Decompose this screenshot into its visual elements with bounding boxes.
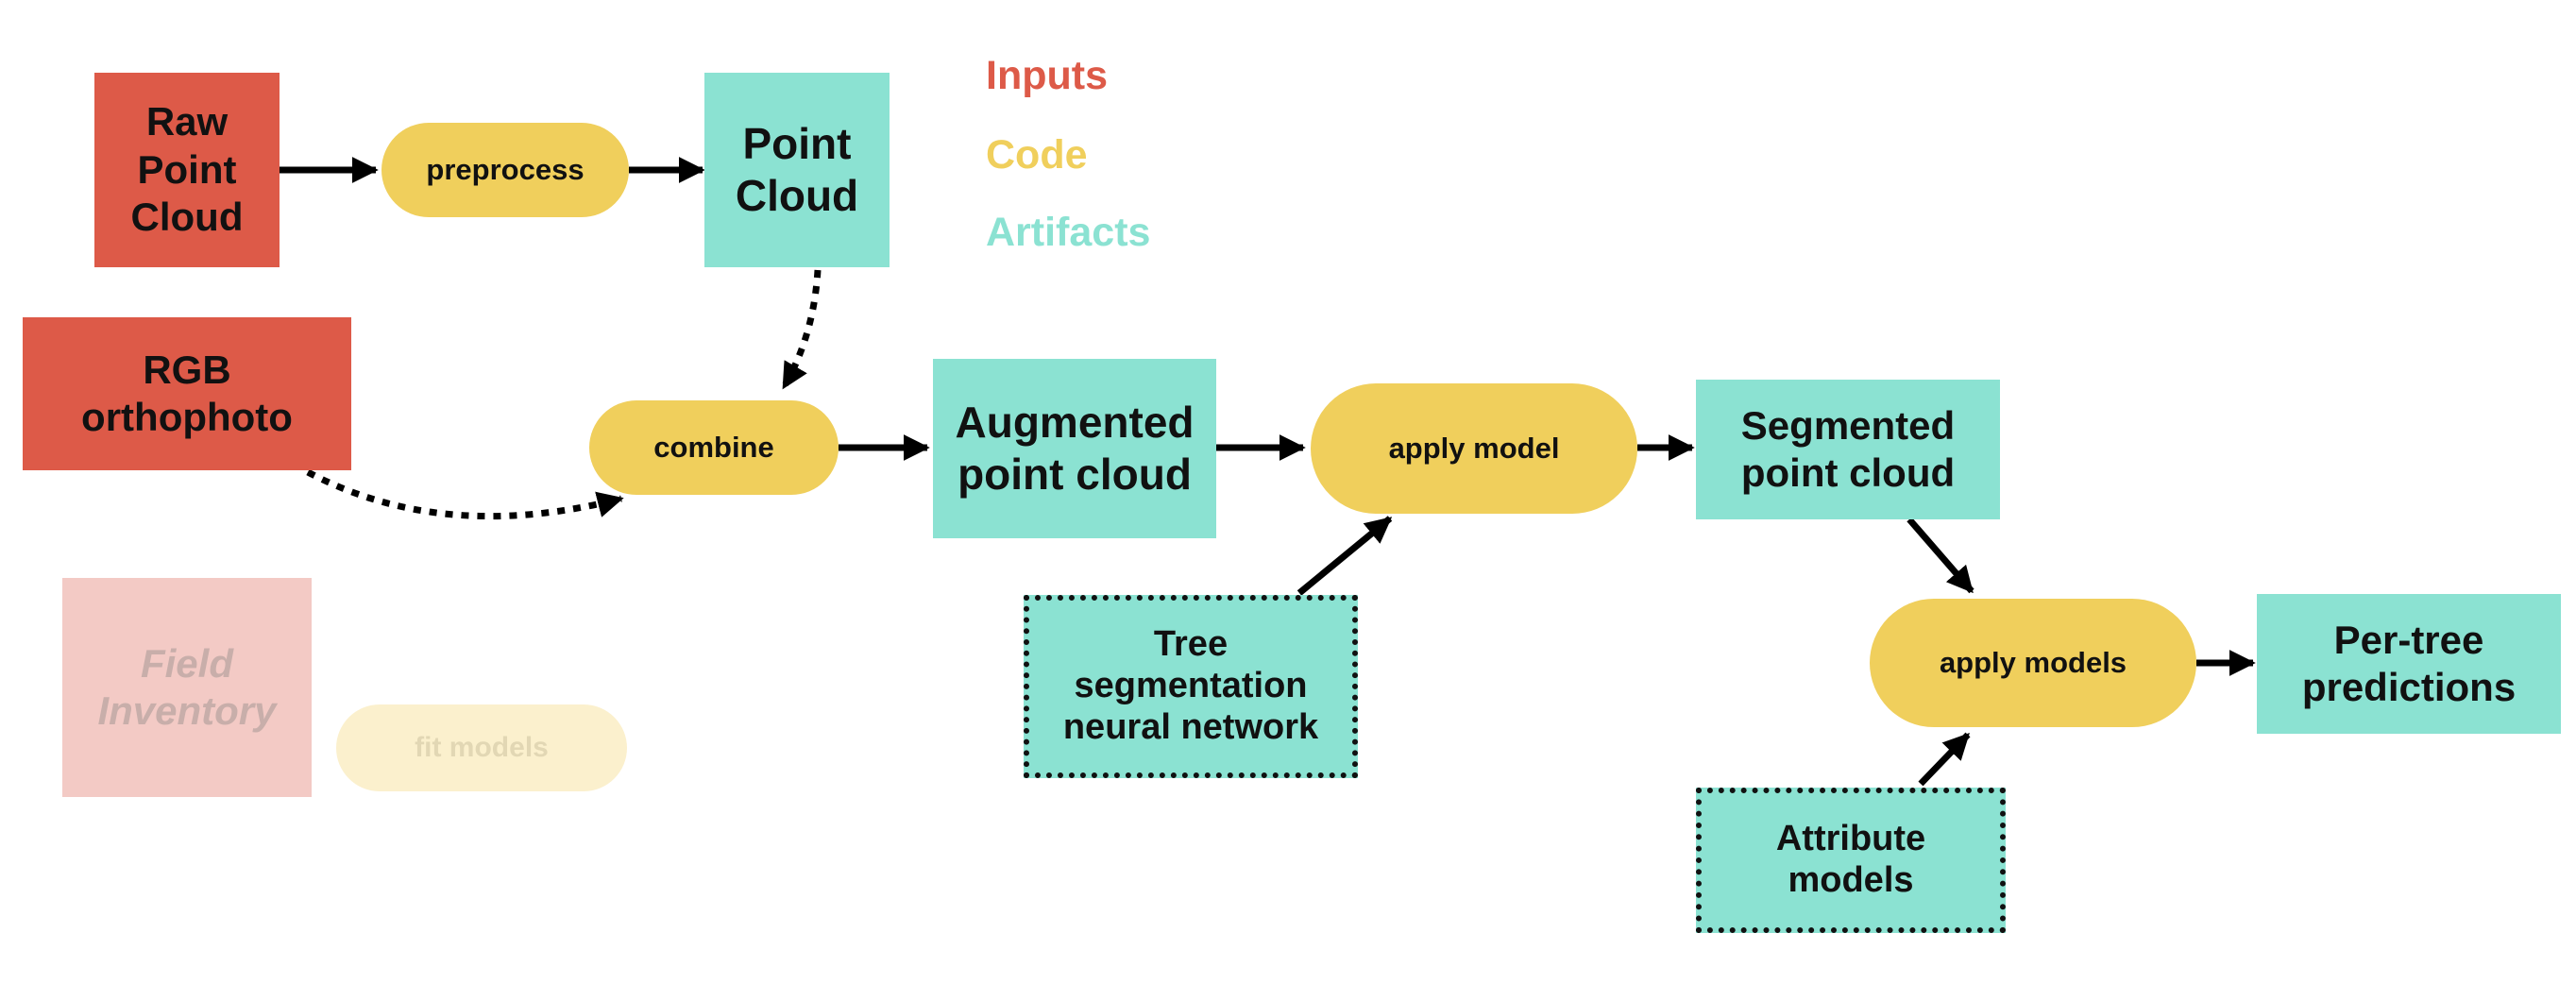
field-inventory-node: Field Inventory bbox=[62, 578, 312, 797]
fit-models-node: fit models bbox=[336, 704, 627, 791]
arrow-attributes-to-applymodels bbox=[1918, 732, 1971, 787]
arrow-nn-to-applymodel bbox=[1296, 516, 1393, 596]
point-cloud-node: Point Cloud bbox=[704, 73, 890, 267]
preprocess-label: preprocess bbox=[426, 153, 585, 186]
combine-node: combine bbox=[589, 400, 839, 495]
legend-inputs: Inputs bbox=[986, 53, 1108, 98]
augmented-point-cloud-label: Augmented point cloud bbox=[955, 397, 1195, 499]
field-inventory-label: Field Inventory bbox=[97, 640, 277, 733]
legend-artifacts: Artifacts bbox=[986, 210, 1151, 255]
raw-point-cloud-label: Raw Point Cloud bbox=[130, 99, 244, 240]
per-tree-predictions-node: Per-tree predictions bbox=[2257, 594, 2561, 734]
rgb-orthophoto-label: RGB orthophoto bbox=[81, 347, 293, 439]
tree-segmentation-nn-label: Tree segmentation neural network bbox=[1062, 624, 1319, 747]
preprocess-node: preprocess bbox=[381, 123, 629, 217]
tree-segmentation-nn-node: Tree segmentation neural network bbox=[1024, 595, 1358, 778]
rgb-orthophoto-node: RGB orthophoto bbox=[23, 317, 351, 470]
attribute-models-node: Attribute models bbox=[1696, 788, 2006, 933]
arrow-orthophoto-to-combine bbox=[306, 468, 624, 520]
apply-models-node: apply models bbox=[1870, 599, 2196, 727]
apply-models-label: apply models bbox=[1939, 646, 2127, 679]
legend-code: Code bbox=[986, 132, 1088, 178]
raw-point-cloud-node: Raw Point Cloud bbox=[94, 73, 280, 267]
segmented-point-cloud-label: Segmented point cloud bbox=[1740, 402, 1956, 495]
segmented-point-cloud-node: Segmented point cloud bbox=[1696, 380, 2000, 519]
apply-model-label: apply model bbox=[1388, 432, 1560, 465]
arrow-segmented-to-applymodels bbox=[1907, 517, 1974, 594]
augmented-point-cloud-node: Augmented point cloud bbox=[933, 359, 1216, 538]
apply-model-node: apply model bbox=[1311, 383, 1637, 514]
combine-label: combine bbox=[653, 431, 774, 464]
attribute-models-label: Attribute models bbox=[1775, 819, 1926, 900]
fit-models-label: fit models bbox=[415, 732, 549, 763]
per-tree-predictions-label: Per-tree predictions bbox=[2301, 617, 2517, 709]
point-cloud-label: Point Cloud bbox=[735, 118, 859, 220]
arrow-pointcloud-to-combine bbox=[780, 269, 822, 390]
